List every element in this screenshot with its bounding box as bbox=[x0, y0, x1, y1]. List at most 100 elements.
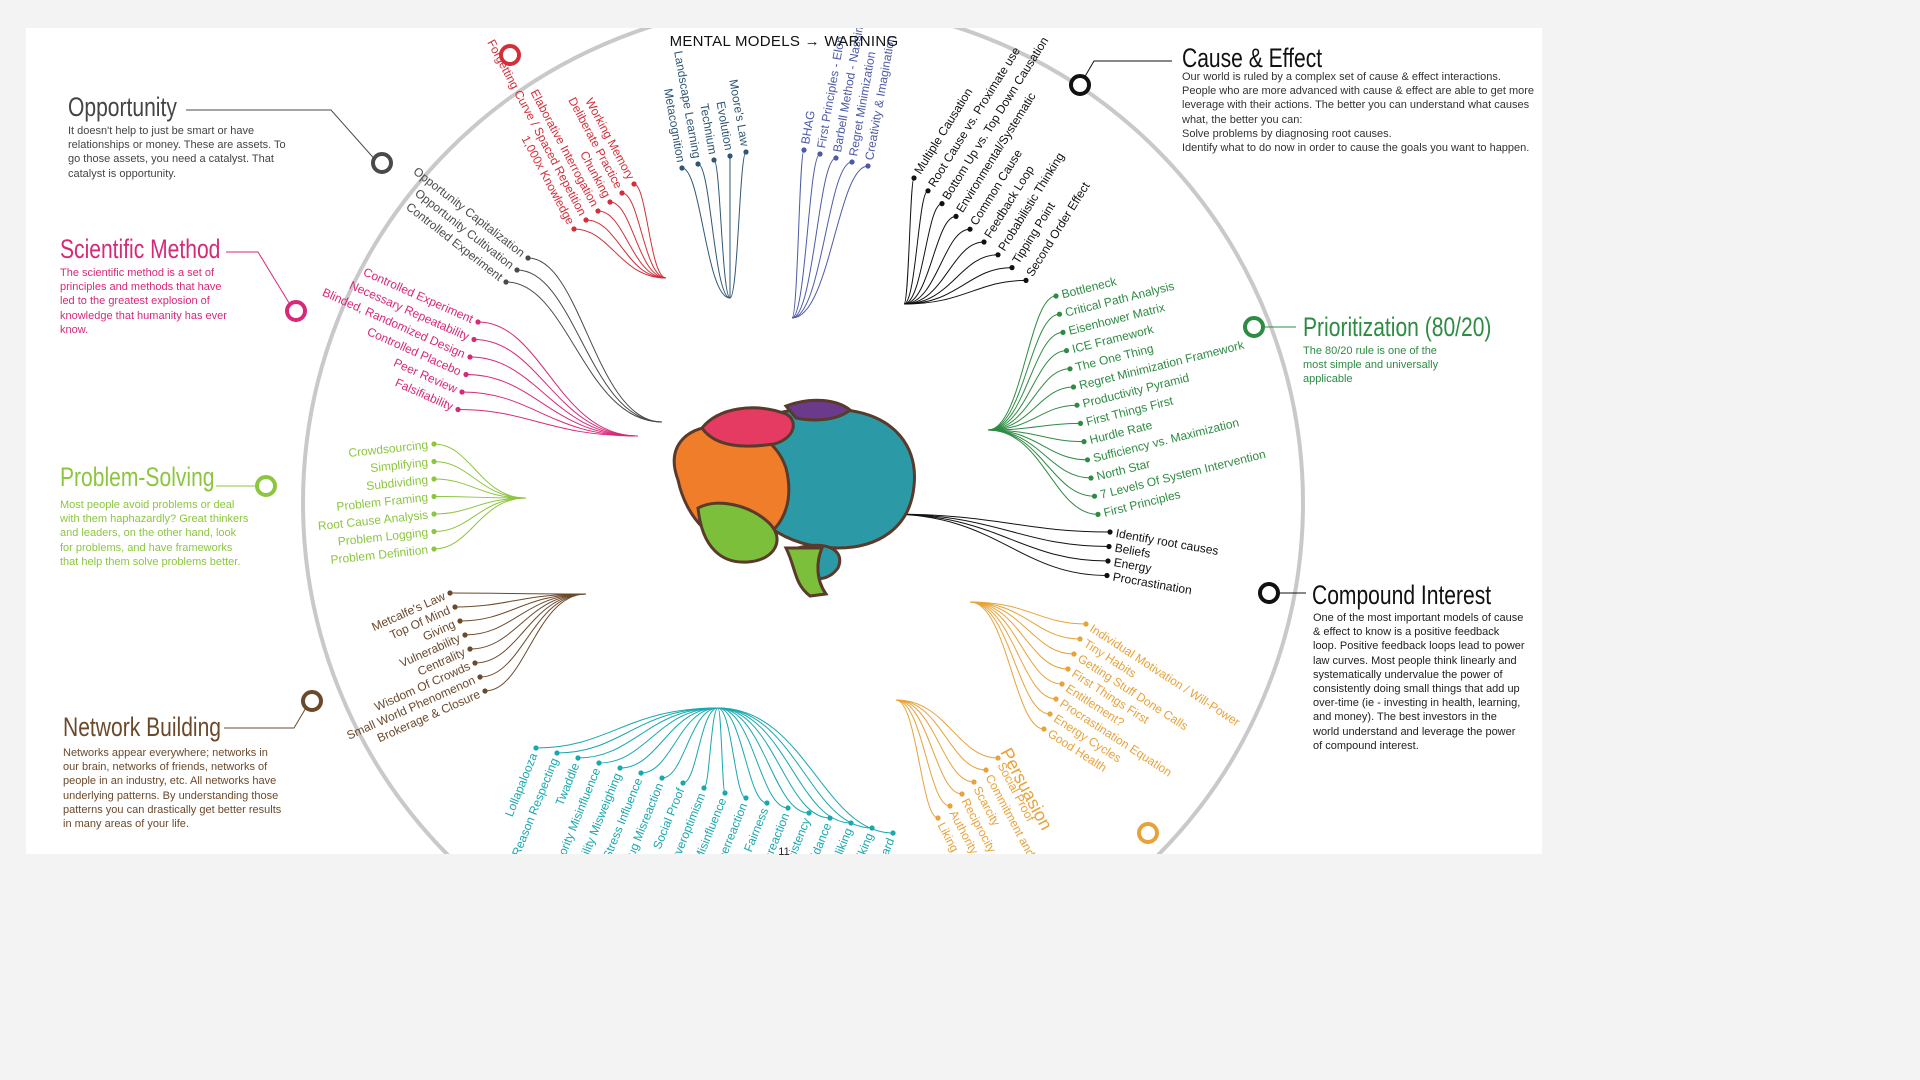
branch-dot-systems bbox=[711, 157, 717, 163]
branch-line-persuasion bbox=[895, 699, 963, 795]
branch-dot-prioritization bbox=[1084, 457, 1091, 463]
branch-line-opportunity bbox=[505, 281, 663, 423]
branch-line-psychology bbox=[717, 707, 852, 824]
category-title-scientific-method: Scientific Method bbox=[60, 234, 221, 264]
branch-line-prioritization bbox=[987, 368, 1071, 431]
branch-dot-learning bbox=[631, 181, 637, 187]
branch-dot-compound bbox=[1104, 572, 1110, 579]
branch-dot-problem bbox=[431, 458, 437, 465]
branch-dot-cause bbox=[953, 213, 959, 219]
branch-dot-prioritization bbox=[1056, 311, 1063, 317]
branch-label-compound: Procrastination bbox=[1112, 570, 1193, 598]
branch-dot-problem bbox=[431, 476, 437, 482]
branch-dot-prioritization bbox=[1091, 493, 1098, 499]
branch-dot-persuasion bbox=[935, 815, 941, 821]
branch-line-psychology bbox=[535, 707, 719, 749]
branch-dot-scientific bbox=[459, 389, 465, 395]
branch-line-compound bbox=[887, 513, 1110, 547]
branch-dot-prioritization bbox=[1095, 511, 1101, 517]
branch-dot-persuasion bbox=[983, 767, 989, 773]
branch-dot-scientific bbox=[455, 406, 461, 413]
branch-dot-network bbox=[457, 618, 463, 624]
branch-line-cause bbox=[903, 279, 1027, 305]
branch-line-prioritization bbox=[987, 429, 1092, 479]
branch-line-cause bbox=[903, 267, 1013, 305]
branch-dot-problem bbox=[431, 441, 437, 447]
branch-label-decision: BHAG bbox=[798, 109, 818, 145]
branch-line-network bbox=[464, 593, 587, 636]
branch-dot-scientific bbox=[471, 336, 477, 343]
branch-line-psychology bbox=[577, 707, 719, 759]
brain-stem bbox=[783, 546, 829, 598]
branch-dot-psychology bbox=[659, 775, 665, 781]
branch-line-psychology bbox=[717, 707, 726, 794]
branch-dot-compound bbox=[1106, 543, 1112, 550]
branch-line-prioritization bbox=[987, 331, 1064, 431]
branch-dot-network bbox=[467, 646, 473, 652]
branch-line-learning bbox=[597, 210, 667, 279]
branch-dot-cause bbox=[939, 201, 945, 207]
branch-dot-decision bbox=[817, 151, 823, 157]
branch-dot-psychology bbox=[596, 760, 602, 766]
category-desc-prioritization: The 80/20 rule is one of the most simple… bbox=[1303, 345, 1439, 386]
branch-line-persuasion bbox=[895, 699, 975, 783]
branch-line-problem bbox=[433, 443, 527, 499]
branch-dot-psychology bbox=[743, 795, 749, 801]
branch-dot-problem bbox=[431, 546, 437, 552]
branch-line-learning bbox=[621, 192, 667, 279]
branch-dot-psychology bbox=[785, 805, 791, 811]
branch-line-network bbox=[469, 593, 587, 650]
branch-label-problem: Subdividing bbox=[366, 473, 429, 493]
category-title-compound-interest: Compound Interest bbox=[1312, 580, 1492, 610]
brain-lobe bbox=[783, 398, 853, 422]
branch-line-psychology bbox=[717, 707, 747, 799]
branch-line-psychology bbox=[640, 707, 719, 774]
branch-dot-psychology bbox=[554, 750, 560, 756]
category-desc-cause-effect: Our world is ruled by a complex set of c… bbox=[1182, 71, 1535, 155]
branch-line-psychology bbox=[717, 707, 768, 804]
branch-dot-network bbox=[452, 604, 458, 610]
category-title-prioritization: Prioritization (80/20) bbox=[1303, 312, 1492, 342]
category-desc-compound-interest: One of the most important models of caus… bbox=[1313, 612, 1525, 752]
branch-line-persuasion bbox=[895, 699, 939, 819]
node-prioritization bbox=[1243, 316, 1265, 338]
branch-line-psychology bbox=[717, 707, 831, 819]
branch-dot-behavior bbox=[1077, 636, 1083, 642]
branch-dot-cause bbox=[925, 188, 931, 194]
branch-line-cause bbox=[903, 254, 999, 305]
branch-line-decision bbox=[791, 149, 805, 319]
branch-line-scientific bbox=[473, 339, 639, 437]
branch-dot-psychology bbox=[638, 770, 644, 776]
outer-ring bbox=[301, 28, 1305, 854]
branch-line-compound bbox=[887, 513, 1109, 562]
branch-line-psychology bbox=[556, 707, 719, 754]
branch-line-opportunity bbox=[527, 257, 663, 423]
branch-dot-persuasion bbox=[947, 803, 953, 809]
branch-dot-learning bbox=[619, 190, 625, 196]
branch-dot-psychology bbox=[617, 765, 623, 771]
page-number: 11 bbox=[778, 846, 790, 858]
category-desc-problem-solving: Most people avoid problems or deal with … bbox=[60, 499, 249, 568]
node-behavior bbox=[1137, 822, 1159, 844]
branch-dot-problem bbox=[431, 511, 437, 517]
branch-dot-persuasion bbox=[995, 755, 1001, 761]
branch-line-network bbox=[449, 592, 587, 595]
node-scientific bbox=[285, 300, 307, 322]
branch-line-scientific bbox=[477, 321, 639, 437]
branch-dot-psychology bbox=[806, 810, 812, 816]
branch-line-cause bbox=[903, 203, 943, 305]
branch-line-cause bbox=[903, 215, 957, 305]
branch-dot-network bbox=[447, 590, 453, 596]
branch-dot-network bbox=[477, 674, 483, 680]
branch-line-problem bbox=[433, 497, 527, 550]
branch-line-prioritization bbox=[987, 295, 1057, 431]
branch-dot-scientific bbox=[463, 371, 469, 378]
branch-line-compound bbox=[887, 513, 1108, 576]
branch-line-scientific bbox=[465, 374, 639, 437]
branch-line-psychology bbox=[717, 707, 894, 834]
branch-line-network bbox=[474, 593, 587, 664]
branch-dot-cause bbox=[911, 175, 917, 181]
branch-dot-cause bbox=[995, 252, 1001, 258]
branch-line-network bbox=[484, 593, 587, 692]
